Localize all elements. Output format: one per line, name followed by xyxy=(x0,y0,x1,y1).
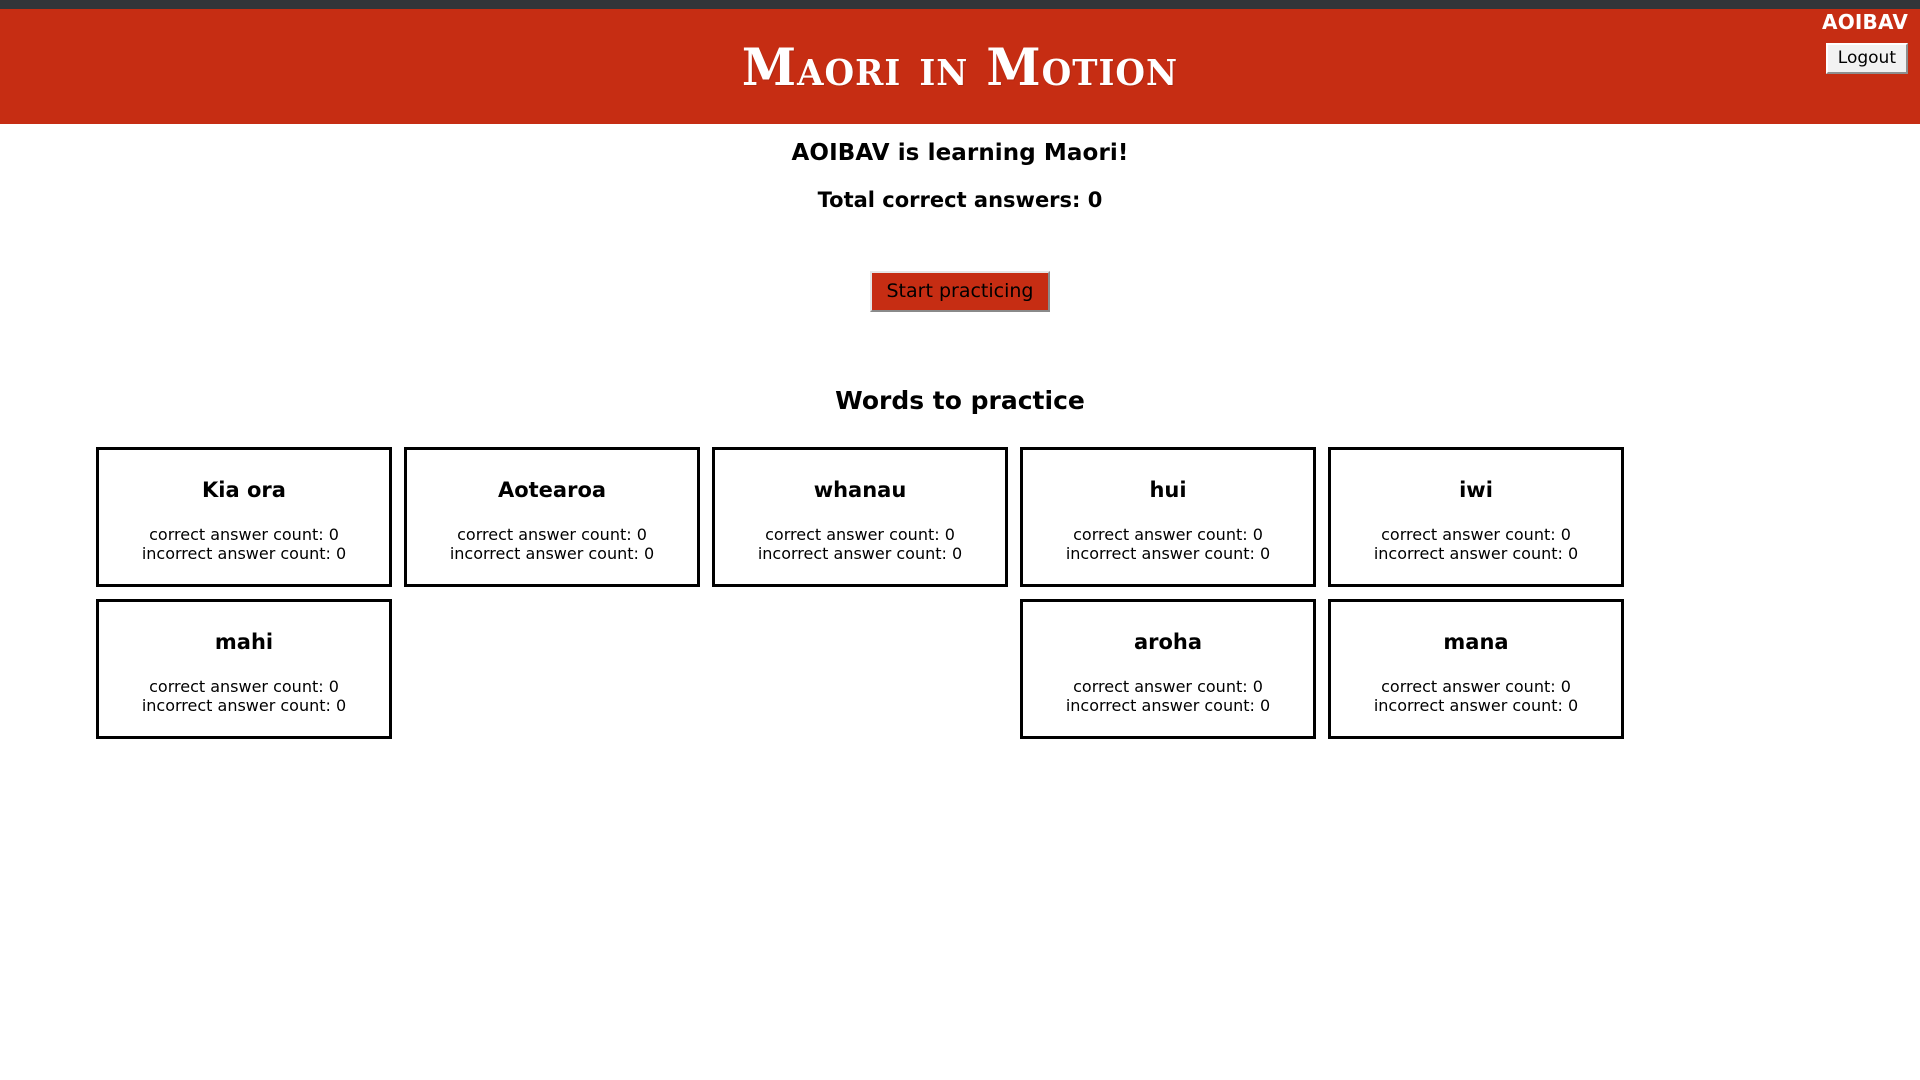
word-card[interactable]: hui correct answer count: 0 incorrect an… xyxy=(1020,447,1316,587)
correct-answer-count: correct answer count: 0 xyxy=(1073,525,1263,544)
word-card[interactable]: mahi correct answer count: 0 incorrect a… xyxy=(96,599,392,739)
incorrect-answer-count: incorrect answer count: 0 xyxy=(141,696,347,715)
word-card[interactable]: iwi correct answer count: 0 incorrect an… xyxy=(1328,447,1624,587)
site-header: Maori in Motion AOIBAV Logout xyxy=(0,9,1920,124)
word-card-title: mahi xyxy=(214,630,274,654)
word-card-stats: correct answer count: 0 incorrect answer… xyxy=(142,502,346,563)
word-card[interactable]: whanau correct answer count: 0 incorrect… xyxy=(712,447,1008,587)
total-correct-answers-line: Total correct answers: 0 xyxy=(817,188,1103,212)
word-card-title: aroha xyxy=(1133,630,1203,654)
correct-answer-count: correct answer count: 0 xyxy=(1381,677,1571,696)
correct-answer-count: correct answer count: 0 xyxy=(149,677,339,696)
word-card[interactable]: aroha correct answer count: 0 incorrect … xyxy=(1020,599,1316,739)
word-card-stats: correct answer count: 0 incorrect answer… xyxy=(142,654,346,715)
word-card-title: whanau xyxy=(813,478,907,502)
incorrect-answer-count: incorrect answer count: 0 xyxy=(757,544,963,563)
word-card-stats: correct answer count: 0 incorrect answer… xyxy=(450,502,654,563)
correct-answer-count: correct answer count: 0 xyxy=(149,525,339,544)
correct-answer-count: correct answer count: 0 xyxy=(1381,525,1571,544)
incorrect-answer-count: incorrect answer count: 0 xyxy=(1373,544,1579,563)
word-card-stats: correct answer count: 0 incorrect answer… xyxy=(1066,654,1270,715)
word-card-stats: correct answer count: 0 incorrect answer… xyxy=(1066,502,1270,563)
correct-answer-count: correct answer count: 0 xyxy=(765,525,955,544)
word-card[interactable]: Kia ora correct answer count: 0 incorrec… xyxy=(96,447,392,587)
start-practicing-container: Start practicing xyxy=(0,271,1920,312)
word-card-title: Kia ora xyxy=(202,478,286,502)
incorrect-answer-count: incorrect answer count: 0 xyxy=(141,544,347,563)
logout-button[interactable]: Logout xyxy=(1825,43,1908,74)
word-card-stats: correct answer count: 0 incorrect answer… xyxy=(1374,654,1578,715)
word-card-title: iwi xyxy=(1459,478,1493,502)
word-card-title: hui xyxy=(1149,478,1187,502)
incorrect-answer-count: incorrect answer count: 0 xyxy=(1373,696,1579,715)
correct-answer-count: correct answer count: 0 xyxy=(1073,677,1263,696)
site-title: Maori in Motion xyxy=(741,36,1179,97)
user-area: AOIBAV Logout xyxy=(1734,9,1914,74)
incorrect-answer-count: incorrect answer count: 0 xyxy=(449,544,655,563)
word-card-title: mana xyxy=(1443,630,1509,654)
browser-chrome-strip xyxy=(0,0,1920,9)
word-card[interactable]: Aotearoa correct answer count: 0 incorre… xyxy=(404,447,700,587)
start-practicing-button[interactable]: Start practicing xyxy=(869,271,1051,312)
words-to-practice-heading: Words to practice xyxy=(835,386,1085,415)
incorrect-answer-count: incorrect answer count: 0 xyxy=(1065,544,1271,563)
username-label: AOIBAV xyxy=(1822,10,1908,34)
main-content: AOIBAV is learning Maori! Total correct … xyxy=(0,124,1920,739)
word-cards-grid: Kia ora correct answer count: 0 incorrec… xyxy=(40,415,1880,739)
word-card[interactable]: mana correct answer count: 0 incorrect a… xyxy=(1328,599,1624,739)
incorrect-answer-count: incorrect answer count: 0 xyxy=(1065,696,1271,715)
word-card-stats: correct answer count: 0 incorrect answer… xyxy=(1374,502,1578,563)
word-card-title: Aotearoa xyxy=(497,478,607,502)
correct-answer-count: correct answer count: 0 xyxy=(457,525,647,544)
learner-status-line: AOIBAV is learning Maori! xyxy=(791,140,1129,166)
word-card-stats: correct answer count: 0 incorrect answer… xyxy=(758,502,962,563)
